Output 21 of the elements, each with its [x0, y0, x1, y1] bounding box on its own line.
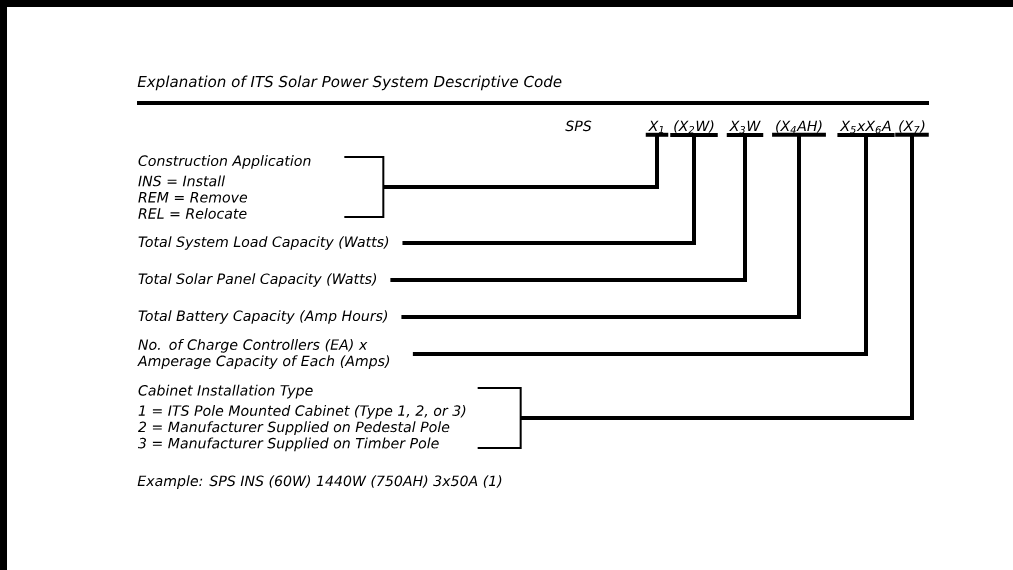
- description-text: Total System Load Capacity (Watts): [138, 236, 389, 250]
- code-segment: X$_{1}$: [645, 120, 669, 137]
- description-text: Total Solar Panel Capacity (Watts): [138, 273, 377, 287]
- code-segment: (X$_{2}$W): [670, 120, 718, 137]
- description-text: No. of Charge Controllers (EA) x Amperage Capacity of Each (Amps): [137, 339, 390, 369]
- connector-line: [402, 134, 696, 245]
- connector-line: [412, 135, 868, 356]
- example-text: Example: SPS INS (60W) 1440W (750AH) 3x50A (1): [137, 475, 502, 489]
- connector-line: [401, 134, 801, 319]
- code-prefix: SPS: [565, 120, 592, 132]
- code-segment: (X$_{7}$): [895, 120, 929, 137]
- bracketed-description: Construction Application INS = Install REM = Remove REL = Relocate: [138, 155, 385, 219]
- code-segment: X$_{5}$xX$_{6}$A: [837, 120, 895, 138]
- connector-line: [390, 135, 747, 282]
- connector-line: [520, 134, 914, 420]
- title: Explanation of ITS Solar Power System Descriptive Code: [137, 75, 562, 91]
- connector-line: [383, 134, 659, 189]
- description-text: Total Battery Capacity (Amp Hours): [138, 310, 388, 324]
- bracketed-description: Cabinet Installation Type 1 = ITS Pole Mounted Cabinet (Type 1, 2, or 3) 2 = Manufacturer Supplied on Pedestal Pole 3 = Manufacturer Supplied on Timber Pole: [137, 384, 522, 452]
- code-segment: X$_{3}$W: [726, 120, 764, 138]
- code-segment: (X$_{4}$AH): [772, 120, 826, 137]
